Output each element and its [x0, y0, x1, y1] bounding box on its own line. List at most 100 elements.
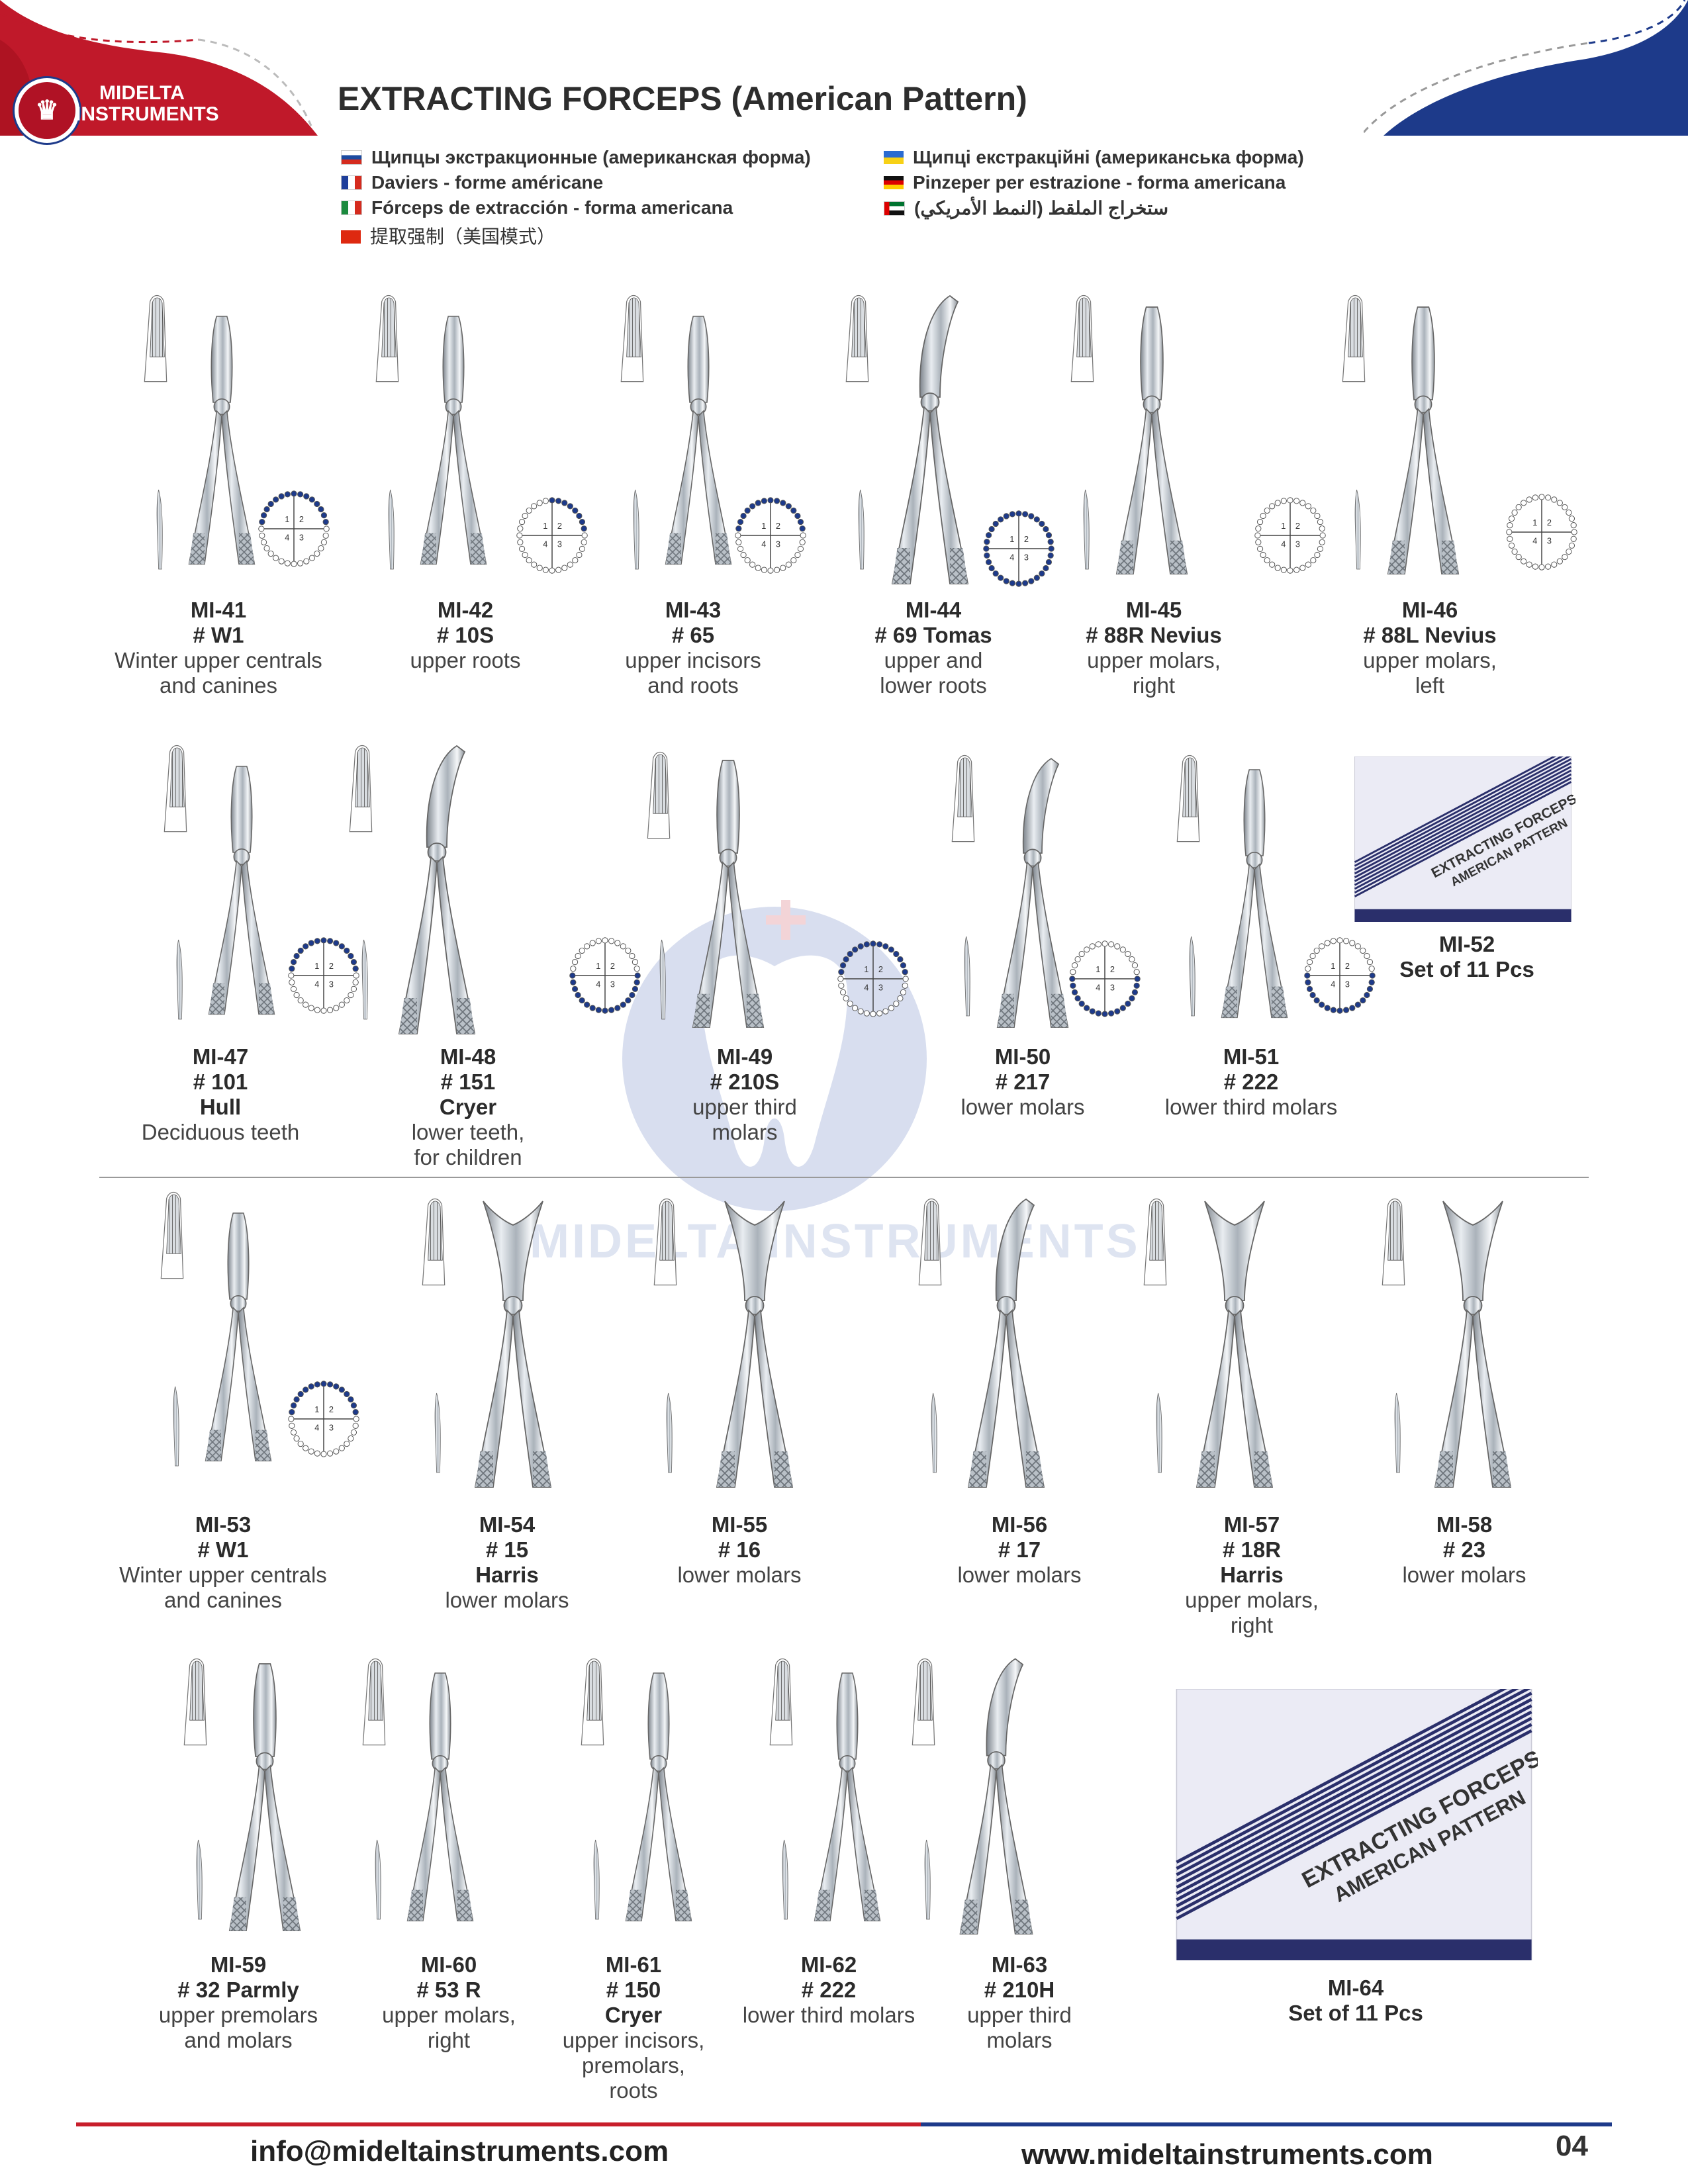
svg-text:2: 2 [1110, 964, 1115, 974]
svg-text:3: 3 [878, 983, 883, 993]
svg-text:4: 4 [1281, 539, 1286, 549]
watermark-text: MIDELTA INSTRUMENTS [530, 1215, 1141, 1268]
product-description: upper incisors, [562, 2028, 705, 2052]
product-code: MI-49 [716, 1044, 773, 1069]
svg-text:1: 1 [314, 961, 319, 971]
footer-email[interactable]: info@mideltainstruments.com [250, 2135, 669, 2167]
product-name: Harris [475, 1563, 539, 1587]
svg-text:2: 2 [878, 964, 883, 974]
footer-website[interactable]: www.mideltainstruments.com [1021, 2138, 1433, 2171]
side-view-image [964, 936, 970, 1017]
product-code: MI-60 [420, 1952, 477, 1977]
forceps-image [1434, 1201, 1512, 1488]
product-number: # 65 [671, 623, 715, 647]
lang-chinese: 提取强制（美国模式） [341, 222, 555, 249]
svg-text:3: 3 [329, 979, 334, 989]
beak-detail-image [912, 1658, 935, 1746]
product-number: # 101 [193, 1069, 248, 1094]
product-description: right [427, 2028, 471, 2052]
svg-text:4: 4 [1331, 979, 1335, 989]
svg-text:2: 2 [1345, 961, 1350, 971]
tooth-icon: ♛ [35, 96, 59, 125]
svg-text:4: 4 [314, 1423, 319, 1433]
svg-text:1: 1 [596, 961, 600, 971]
product-description: right [1132, 673, 1176, 698]
product-code: MI-42 [437, 598, 494, 622]
product-description: lower third molars [742, 2003, 915, 2027]
footer-line [76, 2122, 1612, 2126]
side-view-image [1189, 936, 1196, 1017]
svg-text:1: 1 [285, 514, 289, 524]
side-view-image [931, 1392, 937, 1473]
product-description: Deciduous teeth [141, 1120, 300, 1144]
svg-text:4: 4 [761, 539, 766, 549]
brand-name-line2: INSTRUMENTS [75, 103, 219, 125]
beak-detail-image [845, 295, 869, 383]
product-code: MI-55 [711, 1512, 768, 1537]
side-view-image [858, 489, 865, 570]
product-description: and molars [184, 2028, 293, 2052]
svg-text:1: 1 [864, 964, 868, 974]
product-number: # 32 Parmly [177, 1978, 299, 2002]
product-description: lower roots [880, 673, 987, 698]
page-number: 04 [1556, 2130, 1588, 2162]
product-description: premolars, [582, 2053, 685, 2077]
svg-text:4: 4 [314, 979, 319, 989]
product-description: for children [414, 1145, 522, 1169]
side-view-image [173, 1386, 179, 1467]
beak-detail-image [160, 1191, 184, 1279]
product-name: Harris [1220, 1563, 1284, 1587]
product-code: MI-57 [1223, 1512, 1280, 1537]
svg-text:2: 2 [329, 961, 334, 971]
svg-text:3: 3 [1110, 983, 1115, 993]
beak-detail-image [375, 295, 399, 383]
side-view-image [361, 939, 368, 1020]
beak-detail-image [422, 1198, 445, 1286]
product-code: MI-54 [479, 1512, 536, 1537]
beak-detail-image [1143, 1198, 1167, 1286]
product-description: Winter upper centrals [115, 648, 322, 672]
lang-arabic: ستخراج الملقط (النمط الأمريكي) [884, 197, 1168, 219]
forceps-image [208, 766, 275, 1015]
svg-text:2: 2 [329, 1404, 334, 1414]
lang-spanish: Fórceps de extracción - forma americana [341, 197, 733, 218]
beak-detail-image [620, 295, 644, 383]
product-code: MI-64 [1327, 1976, 1384, 2000]
product-number: # 17 [998, 1537, 1041, 1562]
brand-name-line1: MIDELTA [99, 82, 185, 104]
forceps-image [228, 1663, 301, 1932]
product-code: MI-58 [1436, 1512, 1493, 1537]
svg-text:4: 4 [864, 983, 868, 993]
product-description: upper molars, [1185, 1588, 1319, 1612]
svg-text:2: 2 [557, 521, 562, 531]
forceps-image [1387, 306, 1460, 575]
forceps-image [967, 1198, 1045, 1488]
page-title: EXTRACTING FORCEPS (American Pattern) [338, 80, 1027, 117]
svg-text:3: 3 [776, 539, 780, 549]
forceps-image [814, 1672, 881, 1922]
beak-detail-image [164, 745, 187, 833]
product-number: Set of 11 Pcs [1288, 2001, 1423, 2025]
svg-text:2: 2 [1024, 534, 1029, 544]
product-number: Set of 11 Pcs [1399, 957, 1534, 981]
svg-text:2: 2 [1295, 521, 1300, 531]
forceps-image [996, 758, 1069, 1028]
beak-detail-image [1070, 295, 1094, 383]
forceps-image [625, 1672, 692, 1922]
svg-text:3: 3 [299, 533, 304, 543]
product-code: MI-59 [210, 1952, 267, 1977]
product-description: upper incisors [625, 648, 761, 672]
